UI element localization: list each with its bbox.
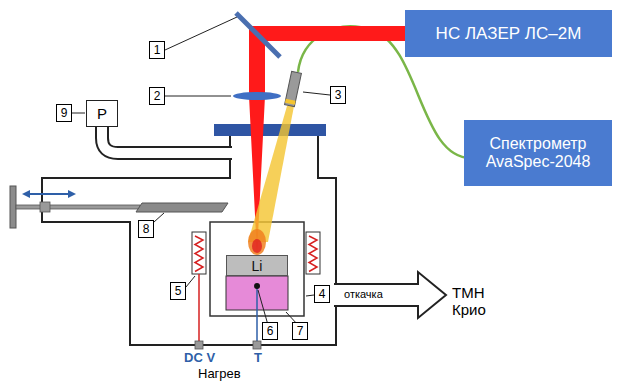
callout-number: 9 xyxy=(56,104,72,122)
callout-number: 4 xyxy=(314,285,330,303)
node-text: P xyxy=(97,105,107,122)
pumping-label: откачка xyxy=(344,288,383,301)
node-text: Li xyxy=(252,258,263,274)
callout-number: 8 xyxy=(138,220,154,238)
pump-type-label: ТМН Крио xyxy=(452,284,504,319)
node-text: НС ЛАЗЕР ЛС–2М xyxy=(436,24,582,44)
callout-number: 5 xyxy=(170,282,186,300)
callout-number: 6 xyxy=(262,322,278,340)
callout-number: 3 xyxy=(330,86,346,104)
thermocouple-label: T xyxy=(254,351,262,366)
laser-box: НС ЛАЗЕР ЛС–2М xyxy=(405,10,612,57)
lithium-target: Li xyxy=(226,255,288,276)
callout-number: 7 xyxy=(292,322,308,340)
spectrometer-box: Спектрометр AvaSpec-2048 xyxy=(464,120,612,186)
laser-beam xyxy=(249,26,405,255)
node-text: Спектрометр AvaSpec-2048 xyxy=(464,135,612,171)
voltage-label: DC V xyxy=(184,351,215,366)
callout-number: 1 xyxy=(149,41,165,59)
pressure-gauge: P xyxy=(86,100,118,127)
heating-label: Нагрев xyxy=(198,367,241,382)
callout-number: 2 xyxy=(149,87,165,105)
